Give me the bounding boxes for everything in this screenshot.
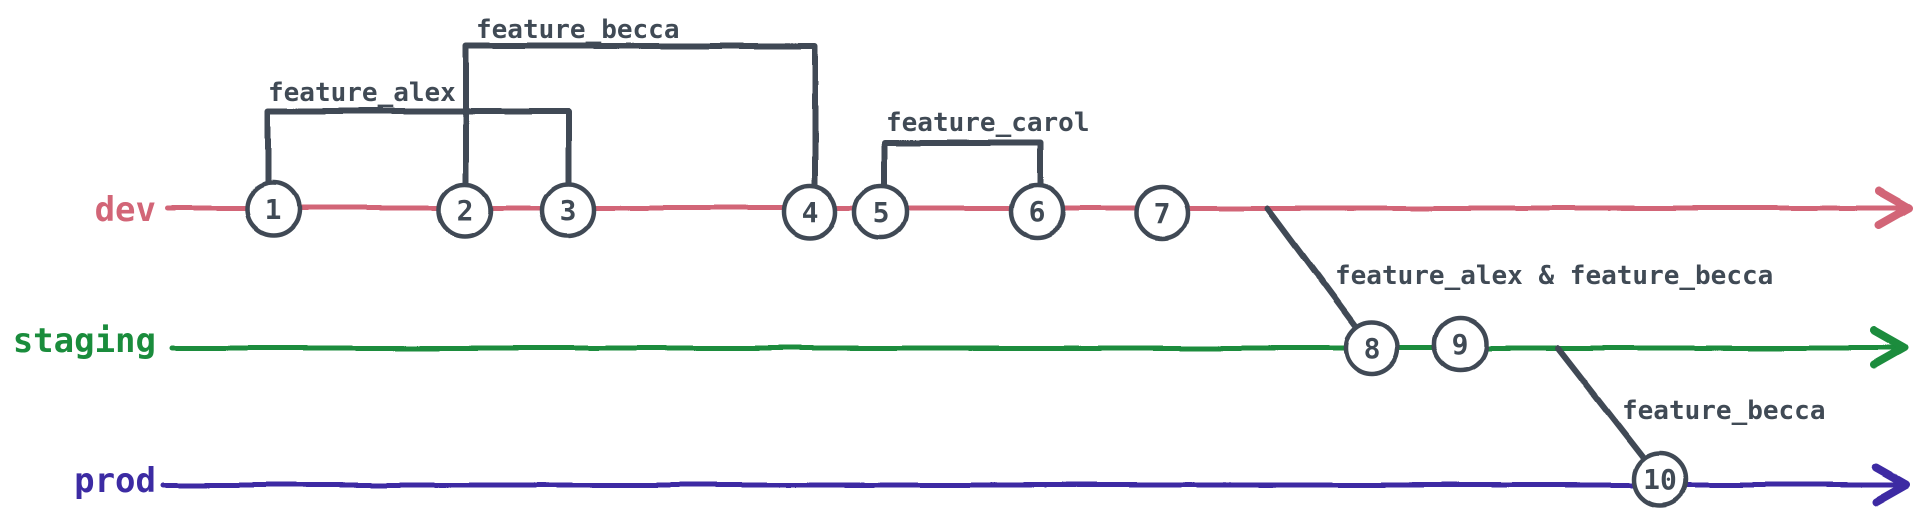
feature-bracket-feature_alex <box>265 108 571 209</box>
commit-node-8 <box>1343 319 1401 377</box>
feature-label: feature_becca <box>476 15 680 45</box>
branch-arrowhead-staging <box>1870 327 1908 369</box>
commit-number: 9 <box>1452 328 1469 361</box>
commit-number: 1 <box>265 193 282 226</box>
commit-number: 5 <box>873 196 890 229</box>
diagram-text-layer: devstagingprodfeature_alexfeature_beccaf… <box>13 15 1826 501</box>
feature-label: feature_carol <box>886 108 1090 138</box>
diagram-linework <box>160 43 1912 508</box>
commit-node-3 <box>539 181 597 239</box>
commit-number: 10 <box>1643 463 1677 496</box>
merge-label: feature_becca <box>1622 396 1826 426</box>
merge-line-to-commit-8 <box>1265 205 1375 351</box>
commit-number: 6 <box>1029 195 1046 228</box>
feature-bracket-feature_carol <box>881 140 1043 209</box>
branch-label-prod: prod <box>74 461 156 501</box>
commit-number: 3 <box>560 194 577 227</box>
feature-label: feature_alex <box>268 78 456 108</box>
commit-number: 2 <box>457 194 474 227</box>
branch-arrowhead-prod <box>1872 464 1910 506</box>
merge-label: feature_alex & feature_becca <box>1335 261 1773 291</box>
commit-node-6 <box>1008 182 1066 240</box>
commit-number: 4 <box>802 196 819 229</box>
commit-number: 8 <box>1364 332 1381 365</box>
branch-label-dev: dev <box>95 190 156 230</box>
feature-bracket-feature_becca <box>463 43 818 209</box>
commit-number: 7 <box>1154 197 1171 230</box>
commit-node-7 <box>1133 184 1191 242</box>
branch-label-staging: staging <box>13 321 156 361</box>
branch-arrowhead-dev <box>1874 187 1912 229</box>
commit-node-9 <box>1431 315 1489 373</box>
commit-node-4 <box>781 183 839 241</box>
commit-node-10 <box>1631 450 1689 508</box>
commit-node-5 <box>852 183 910 241</box>
commit-node-1 <box>244 180 302 238</box>
commit-node-2 <box>436 181 494 239</box>
